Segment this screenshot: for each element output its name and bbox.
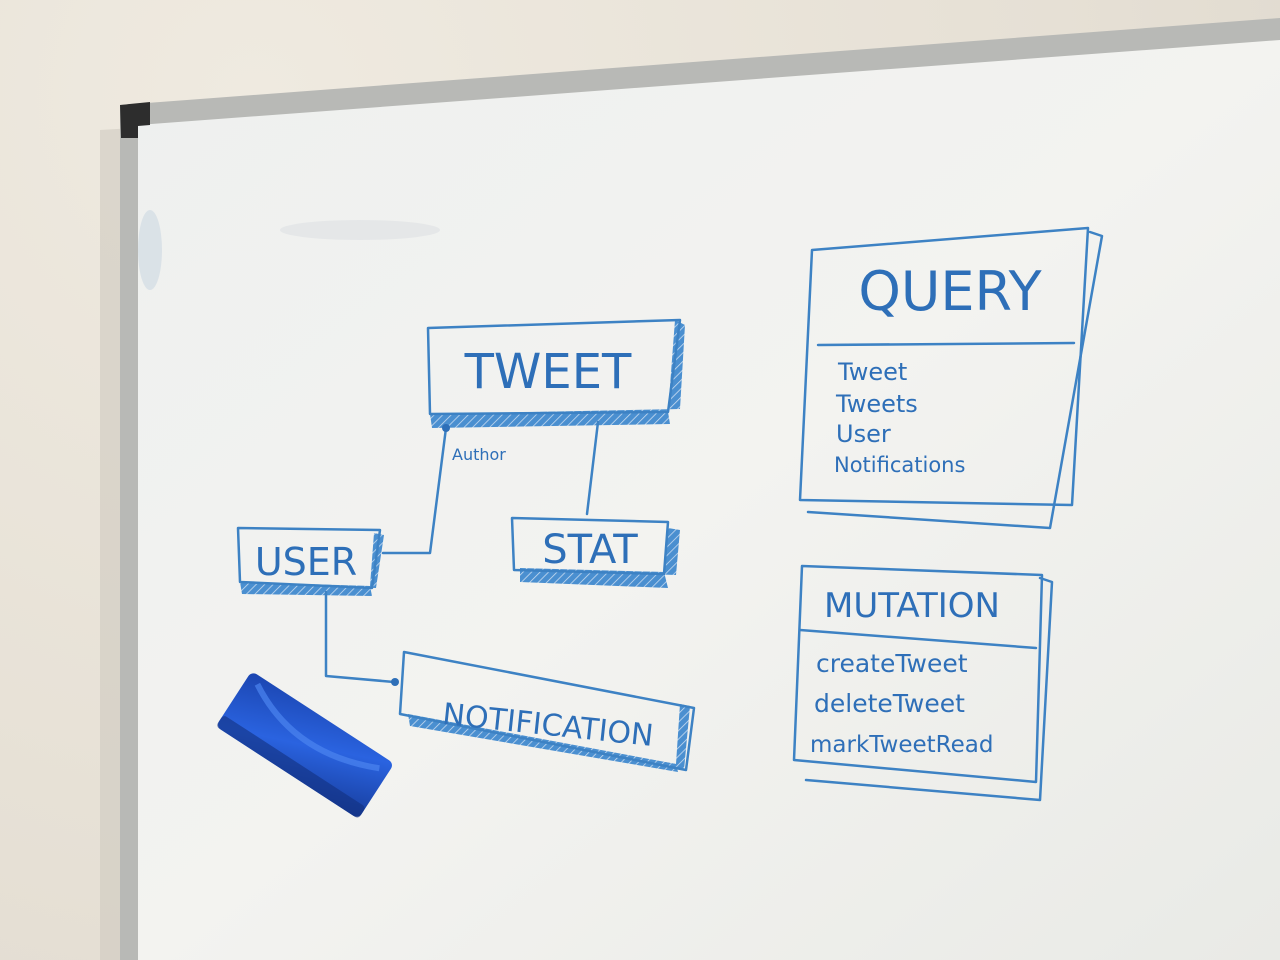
mutation-field: deleteTweet xyxy=(814,689,965,718)
query-field: Tweets xyxy=(835,390,918,418)
relation-tweet-stat xyxy=(585,420,600,516)
query-box: QUERY Tweet Tweets User Notifications xyxy=(798,226,1104,530)
relation-user-notification xyxy=(324,590,399,686)
entity-label-tweet: TWEET xyxy=(464,344,632,400)
query-title: QUERY xyxy=(858,260,1042,323)
entity-user: USER xyxy=(236,526,384,596)
mutation-field: createTweet xyxy=(816,649,968,678)
eraser[interactable] xyxy=(216,671,395,819)
query-field: Tweet xyxy=(837,358,907,386)
relation-author: Author xyxy=(381,424,506,555)
entity-label-stat: STAT xyxy=(542,527,638,573)
mutation-title: MUTATION xyxy=(824,586,1000,626)
mutation-box: MUTATION createTweet deleteTweet markTwe… xyxy=(792,564,1054,802)
entity-stat: STAT xyxy=(510,516,680,588)
entity-tweet: TWEET xyxy=(426,318,685,428)
relation-label-author: Author xyxy=(452,445,506,464)
query-field: Notifications xyxy=(834,453,965,477)
query-field: User xyxy=(836,420,891,448)
entity-label-user: USER xyxy=(255,540,357,584)
frame-corner-cap xyxy=(120,102,150,138)
board-surface xyxy=(138,40,1280,960)
mutation-field: markTweetRead xyxy=(810,732,993,758)
